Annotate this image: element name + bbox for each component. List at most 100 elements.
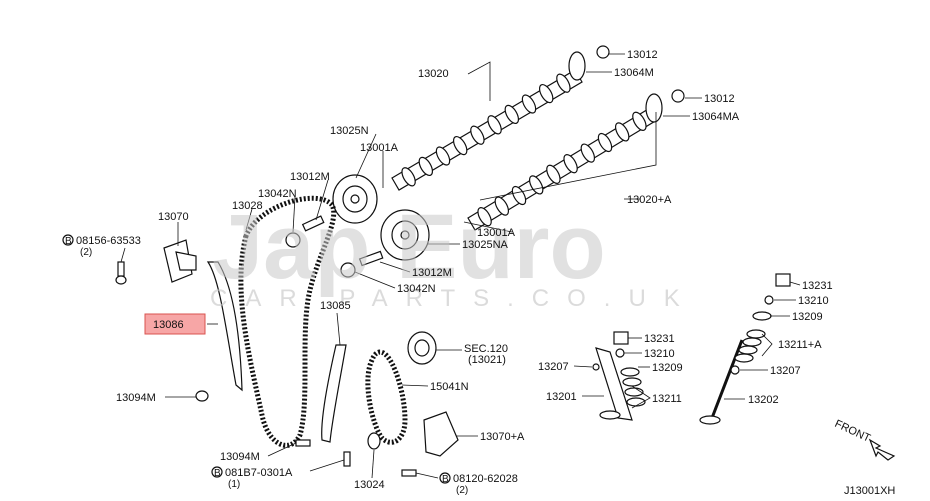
tensioner-13070a — [423, 411, 459, 457]
label-13211: 13211 — [652, 393, 682, 405]
bolt-symbol-08120 — [439, 472, 451, 484]
label-08120-qty: (2) — [456, 485, 468, 496]
cam-lobe — [528, 175, 544, 195]
label-13020: 13020 — [418, 68, 449, 80]
label-13012m-lower: 13012M — [412, 267, 452, 279]
cam-bolt-upper — [285, 215, 325, 248]
bolt-081b7 — [343, 451, 351, 467]
label-081b7-qty: (1) — [228, 479, 240, 490]
label-13028: 13028 — [232, 200, 263, 212]
label-13064ma: 13064MA — [692, 111, 740, 123]
cam-lobe — [538, 83, 554, 104]
cam-lobe — [614, 122, 630, 142]
label-13070: 13070 — [158, 211, 189, 223]
label-bolt-symbol-b3: B — [442, 474, 449, 485]
cam-lobe — [401, 167, 416, 187]
cam-lobe — [580, 143, 596, 163]
cam-lobe — [546, 164, 561, 184]
label-08156-qty: (2) — [80, 247, 92, 258]
label-13020a: 13020+A — [627, 194, 672, 206]
exhaust-cam-sprocket — [380, 209, 430, 261]
label-13207-left: 13207 — [538, 361, 569, 373]
label-13025na: 13025NA — [462, 239, 509, 251]
label-15041n: 15041N — [430, 381, 469, 393]
label-13086: 13086 — [153, 319, 184, 331]
upper-camshaft — [391, 69, 583, 191]
cam-lobe — [597, 132, 613, 153]
callout-labels: 13012 13064M 13020 13012 13064MA 13025N … — [62, 49, 833, 496]
chain-guide-13086 — [206, 261, 243, 392]
rear-plate-lower — [645, 89, 685, 123]
label-13209-left: 13209 — [652, 362, 683, 374]
label-13001a-lower: 13001A — [477, 227, 516, 239]
label-13094m-upper: 13094M — [116, 392, 156, 404]
slack-guide-13085 — [321, 344, 347, 443]
timing-chain-13028 — [238, 195, 337, 448]
front-label: FRONT — [833, 418, 873, 445]
label-13070a: 13070+A — [480, 431, 525, 443]
label-13201: 13201 — [546, 391, 577, 403]
bolt-13094m-lower — [295, 439, 311, 447]
cam-lobe — [563, 154, 578, 174]
cam-lobe — [435, 146, 451, 166]
label-13094m-lower: 13094M — [220, 451, 260, 463]
label-13042n-upper: 13042N — [258, 188, 297, 200]
label-13085: 13085 — [320, 300, 351, 312]
label-sec120: SEC.120 — [464, 343, 508, 355]
label-13064m: 13064M — [614, 67, 654, 79]
label-13024: 13024 — [354, 479, 385, 491]
label-13012-lower: 13012 — [704, 93, 735, 105]
secondary-chain-15041n — [365, 349, 408, 445]
label-bolt-symbol-b2: B — [214, 468, 221, 479]
label-13211a: 13211+A — [778, 339, 822, 351]
bolt-symbol-081b7 — [211, 466, 223, 478]
label-13012-upper: 13012 — [627, 49, 658, 61]
cam-lobe — [418, 156, 434, 177]
cam-lobe — [487, 115, 502, 135]
valve-assembly-left — [592, 331, 646, 421]
front-direction-arrow: FRONT — [833, 418, 896, 461]
cam-lobe — [470, 125, 485, 145]
cam-lobe — [494, 196, 510, 216]
watermark-sub: CAR PARTS.CO.UK — [210, 285, 698, 312]
cam-lobe — [556, 73, 571, 93]
cam-lobe — [521, 94, 537, 114]
label-13042n-lower: 13042N — [397, 283, 436, 295]
cam-bolt-lower — [340, 250, 384, 278]
cam-lobe — [511, 185, 527, 206]
label-081b7: 081B7-0301A — [225, 467, 293, 479]
label-13207-right: 13207 — [770, 365, 801, 377]
bolt-08120 — [401, 469, 417, 477]
label-13210-left: 13210 — [644, 348, 675, 360]
chain-tensioner-13070 — [163, 239, 197, 283]
bolt-13094m-upper — [195, 390, 209, 402]
bolt-symbol-08156 — [62, 234, 74, 246]
label-13202: 13202 — [748, 394, 779, 406]
diagram-code: J13001XH — [844, 485, 895, 497]
crankshaft-sprocket — [407, 331, 437, 365]
label-bolt-symbol-b: B — [65, 236, 72, 247]
label-13209-right: 13209 — [792, 311, 823, 323]
intake-cam-sprocket — [332, 174, 378, 224]
tensioner-bolt — [115, 261, 127, 285]
label-08120: 08120-62028 — [453, 473, 518, 485]
cam-lobe — [452, 135, 468, 156]
valve-assembly-right — [699, 273, 791, 425]
rear-plate-upper — [568, 45, 610, 81]
label-13231-left: 13231 — [644, 333, 675, 345]
label-13021: (13021) — [468, 354, 506, 366]
sprocket-13024 — [367, 432, 381, 450]
label-13001a-upper: 13001A — [360, 142, 399, 154]
lower-camshaft — [467, 107, 658, 231]
cam-lobe — [504, 104, 520, 125]
label-13210-right: 13210 — [798, 295, 829, 307]
label-13025n: 13025N — [330, 125, 369, 137]
cam-lobe — [632, 111, 647, 131]
leader-lines — [120, 53, 801, 479]
highlight-13086 — [144, 313, 206, 335]
label-08156: 08156-63533 — [76, 235, 141, 247]
label-13231-right: 13231 — [802, 280, 833, 292]
cam-lobe — [477, 207, 492, 227]
watermark-brand: Jap Euro — [212, 196, 606, 298]
